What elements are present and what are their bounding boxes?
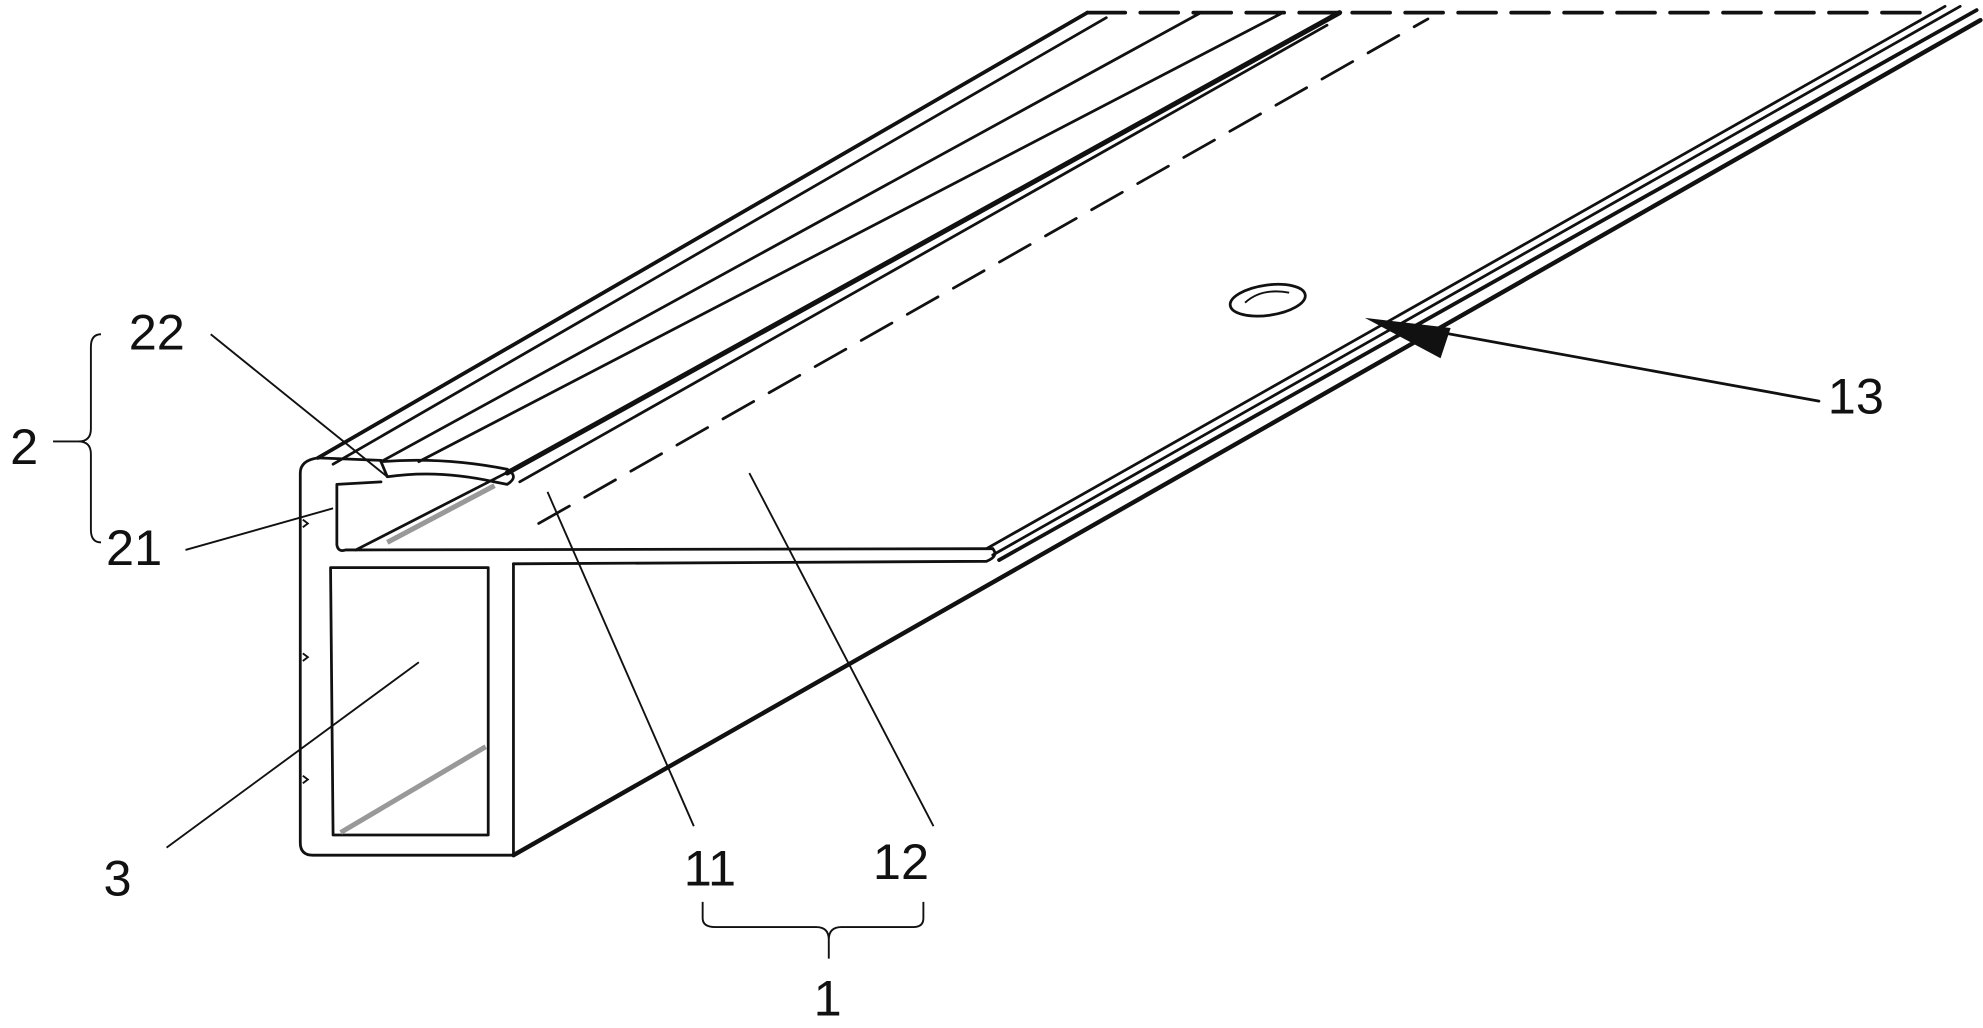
label-12: 12 [873, 833, 929, 890]
leader-lines [166, 333, 935, 849]
label-11: 11 [684, 839, 736, 896]
profile-body [298, 4, 1983, 858]
label-13: 13 [1828, 368, 1884, 425]
brace-2 [53, 333, 102, 544]
arrow-13 [1364, 317, 1821, 403]
slot-13 [1228, 282, 1307, 318]
label-21: 21 [106, 519, 162, 576]
label-22: 22 [129, 303, 185, 360]
label-2: 2 [10, 418, 38, 475]
brace-1 [701, 901, 925, 959]
label-3: 3 [104, 850, 132, 907]
label-1: 1 [814, 969, 842, 1026]
